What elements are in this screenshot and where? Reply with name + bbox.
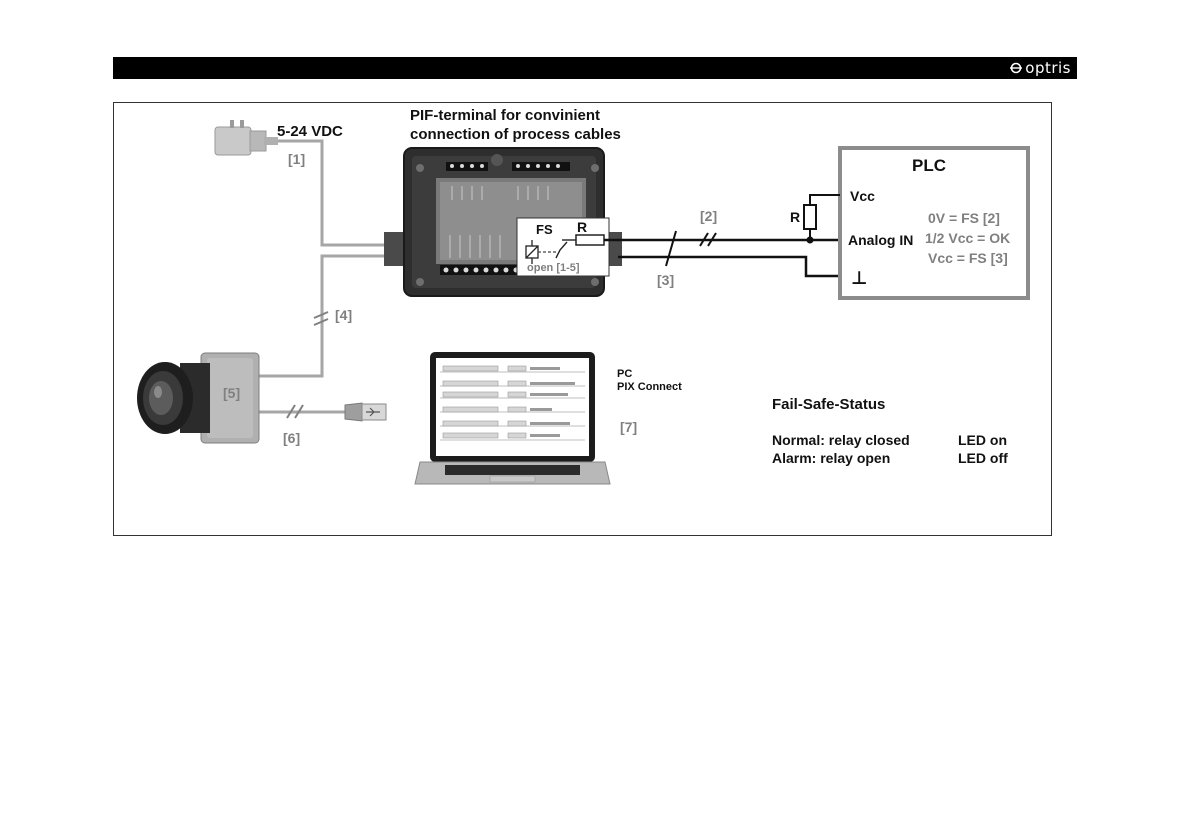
power-plug-icon bbox=[215, 120, 278, 155]
r-label-plc: R bbox=[790, 209, 800, 225]
state-0v-label: 0V = FS [2] bbox=[928, 210, 1000, 226]
fs-label: FS bbox=[536, 222, 553, 237]
terminal-title-line2: connection of process cables bbox=[410, 126, 621, 143]
camera-icon bbox=[137, 353, 259, 443]
state-half-vcc-label: 1/2 Vcc = OK bbox=[925, 230, 1010, 246]
vcc-label: Vcc bbox=[850, 188, 875, 204]
analog-in-label: Analog IN bbox=[848, 232, 913, 248]
ref-7-label: [7] bbox=[620, 419, 637, 435]
normal-led-label: LED on bbox=[958, 432, 1007, 448]
power-label: 5-24 VDC bbox=[277, 123, 343, 140]
ref-3-label: [3] bbox=[657, 272, 674, 288]
ref-2-label: [2] bbox=[700, 208, 717, 224]
process-cable-ground bbox=[618, 257, 840, 276]
normal-state-label: Normal: relay closed bbox=[772, 432, 910, 448]
cable-break-3 bbox=[666, 231, 676, 266]
r-label-terminal: R bbox=[577, 219, 587, 235]
ground-symbol: ⊥ bbox=[851, 268, 867, 288]
plc-pullup-resistor bbox=[804, 195, 840, 243]
plc-title: PLC bbox=[912, 156, 946, 175]
pix-connect-label: PIX Connect bbox=[617, 381, 682, 393]
ref-4-label: [4] bbox=[335, 307, 352, 323]
pc-label: PC bbox=[617, 368, 632, 380]
failsafe-title: Fail-Safe-Status bbox=[772, 396, 885, 413]
ref-1-label: [1] bbox=[288, 151, 305, 167]
open-label: open [1-5] bbox=[527, 262, 580, 274]
laptop-icon bbox=[415, 352, 610, 484]
terminal-title-line1: PIF-terminal for convinient bbox=[410, 107, 600, 124]
usb-plug-icon bbox=[345, 403, 386, 421]
ref-6-label: [6] bbox=[283, 430, 300, 446]
alarm-state-label: Alarm: relay open bbox=[772, 450, 890, 466]
alarm-led-label: LED off bbox=[958, 450, 1008, 466]
state-vcc-label: Vcc = FS [3] bbox=[928, 250, 1008, 266]
ref-5-label: [5] bbox=[223, 385, 240, 401]
